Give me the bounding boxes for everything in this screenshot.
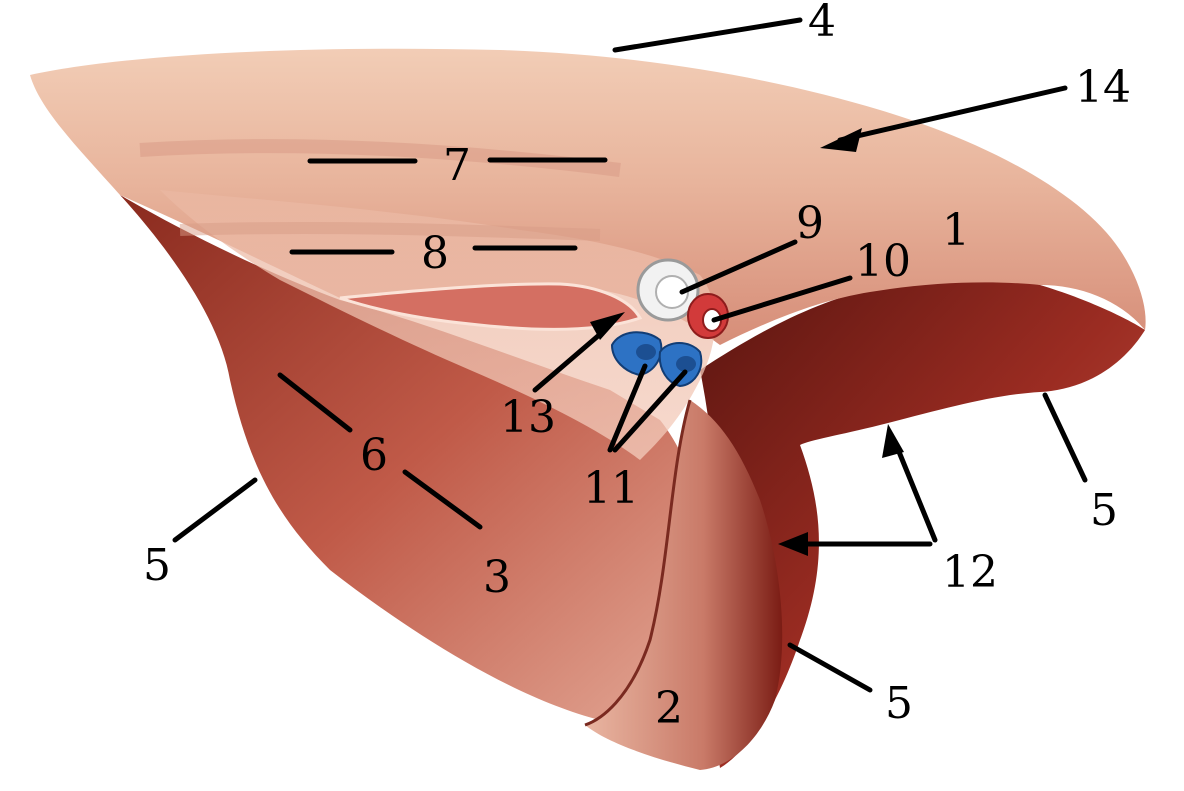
- label-4: 4: [808, 0, 836, 47]
- label-12: 12: [942, 547, 998, 598]
- label-6: 6: [360, 430, 388, 481]
- leader-lines: [172, 17, 1088, 693]
- impression-band-8: [179, 221, 601, 241]
- label-11: 11: [583, 463, 639, 514]
- hilum-groove: [339, 282, 643, 331]
- label-5-left: 5: [143, 540, 171, 591]
- lung-mediastinal-surface: [160, 190, 715, 460]
- lung-diaphragmatic-surface: [700, 277, 1145, 768]
- label-1: 1: [942, 205, 970, 256]
- pulmonary-veins: [610, 331, 703, 388]
- label-14: 14: [1075, 62, 1131, 113]
- label-5-right: 5: [1090, 485, 1118, 536]
- label-2: 2: [655, 683, 683, 734]
- bronchus: [636, 258, 700, 322]
- lung-lower-lobe-surface: [120, 195, 708, 722]
- label-3: 3: [483, 552, 511, 603]
- label-5-bottom: 5: [885, 678, 913, 729]
- oblique-fissure: [584, 399, 692, 727]
- label-7: 7: [443, 140, 471, 191]
- label-13: 13: [500, 392, 556, 443]
- label-9: 9: [796, 198, 824, 249]
- label-8: 8: [421, 228, 449, 279]
- label-10: 10: [855, 236, 911, 287]
